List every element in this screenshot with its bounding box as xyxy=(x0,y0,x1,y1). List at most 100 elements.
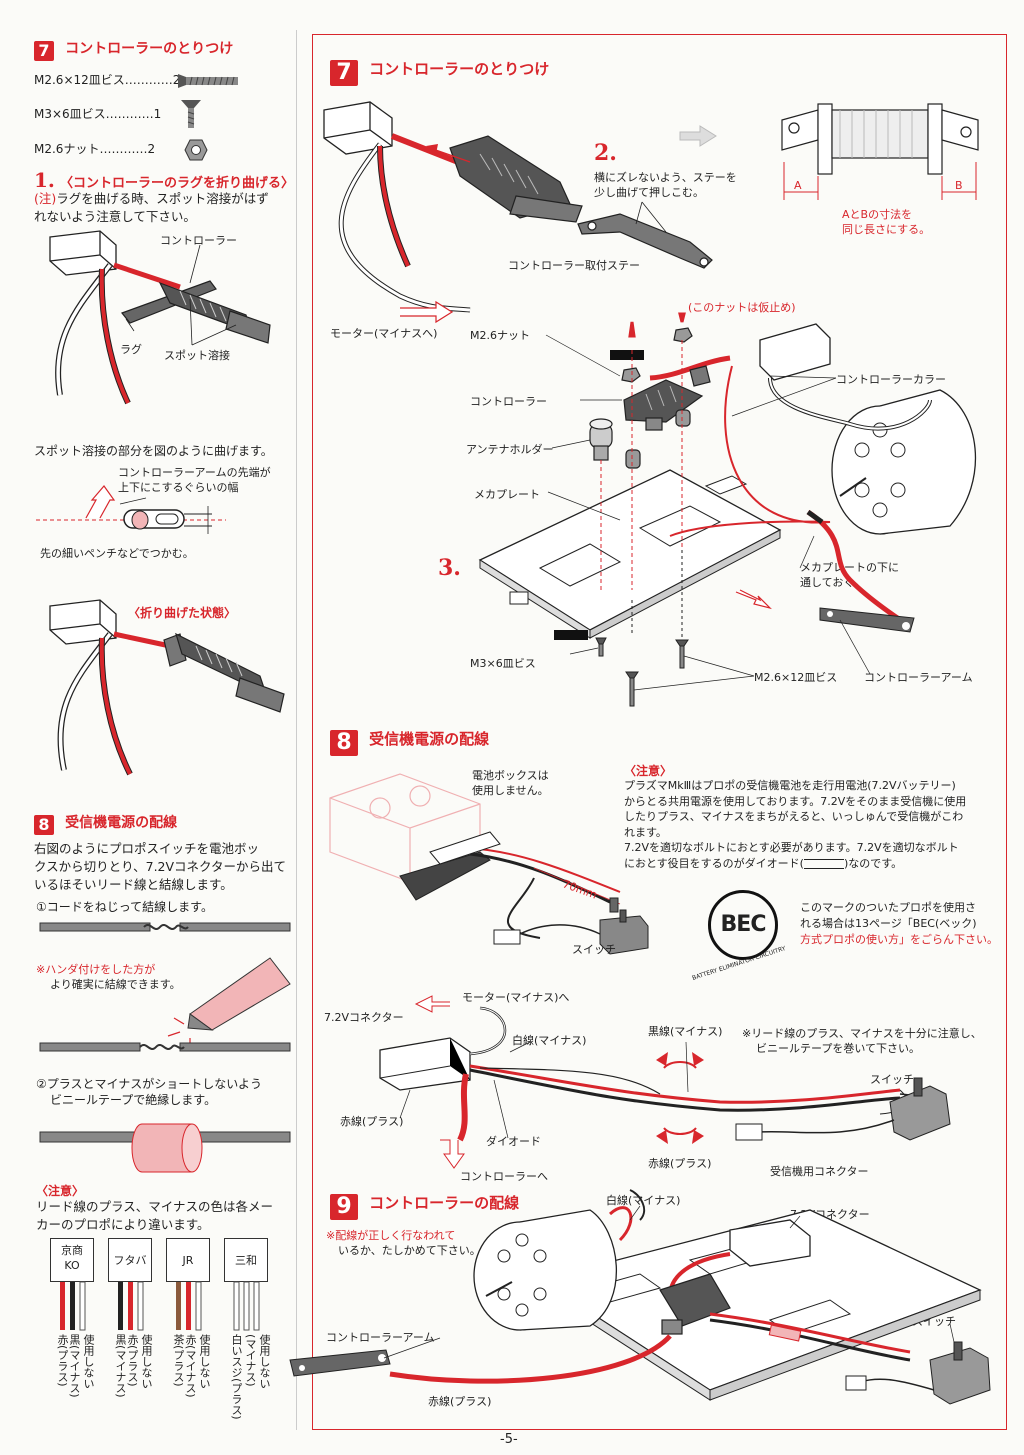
right-sec9-header: 9 コントローラーの配線 xyxy=(330,1192,519,1220)
futaba-wire-2: 赤(プラス) xyxy=(126,1334,139,1387)
battery-box-note-1: 電池ボックスは xyxy=(472,769,549,782)
wiring-72v-connector: 7.2Vコネクター xyxy=(324,1011,404,1024)
right-caution-heading: 〈注意〉 xyxy=(624,764,673,778)
pliers-note: 先の細いペンチなどでつかむ。 xyxy=(40,547,194,560)
wiring-red-plus: 赤線(プラス) xyxy=(340,1115,404,1128)
sanwa-wire-1: 白いスジ(プラス) xyxy=(230,1334,243,1420)
bec-text: BEC xyxy=(720,912,767,937)
jr-wire-2: 赤(マイナス) xyxy=(184,1334,197,1398)
futaba-wire-3: 使用しない xyxy=(140,1334,153,1389)
bend-note-1: コントローラーアームの先端が xyxy=(118,466,271,479)
bend-detail-figure xyxy=(36,485,226,534)
kyosho-wire-1: 赤(プラス) xyxy=(56,1334,69,1387)
kyosho-wire-2: 黒(マイナス) xyxy=(68,1334,81,1398)
motor-minus-label: モーター(マイナスへ) xyxy=(330,327,438,340)
dim-b-label: B xyxy=(955,179,963,192)
under-plate-1: メカプレートの下に xyxy=(800,561,899,574)
bent-state-figure xyxy=(49,599,285,776)
part-m26x12: M2.6×12皿ビス…………2 xyxy=(34,73,181,87)
right-caution-6: におとす役目をするのがダイオード()なのです。 xyxy=(624,856,966,872)
m26x12-label: M2.6×12皿ビス xyxy=(754,671,838,684)
brand-sanwa-name: 三和 xyxy=(235,1254,257,1267)
sec9-note-2: いるか、たしかめて下さい。 xyxy=(338,1244,481,1257)
caution-line-2: カーのプロポにより違います。 xyxy=(36,1217,210,1232)
caution-heading: 〈注意〉 xyxy=(36,1184,85,1198)
wiring-diode: ダイオード xyxy=(486,1135,541,1148)
right-sec8-header: 8 受信機電源の配線 xyxy=(330,728,489,756)
m26-nut-label: M2.6ナット xyxy=(470,329,530,342)
right-sec7-header: 7 コントローラーのとりつけ xyxy=(330,58,549,86)
switch-figure xyxy=(493,909,649,955)
caution-line-1: リード線のプラス、マイナスの色は各メー xyxy=(36,1199,274,1214)
left-sec7-header: 7 コントローラーのとりつけ xyxy=(34,38,233,61)
switch-label: スイッチ xyxy=(572,943,616,956)
note-prefix: (注) xyxy=(34,191,57,206)
right-sec8-badge: 8 xyxy=(330,730,358,756)
jr-wire-3: 使用しない xyxy=(198,1334,211,1389)
futaba-wire-1: 黒(マイナス) xyxy=(114,1334,127,1398)
receiver-power-wiring-figure xyxy=(379,995,951,1169)
ab-dimension-figure xyxy=(781,103,979,200)
m3x6-label: M3×6皿ビス xyxy=(470,657,536,670)
wire-color-swatches xyxy=(60,1281,260,1331)
brand-sanwa: 三和 xyxy=(224,1238,268,1282)
bec-note-3: 方式プロポの使い方」をごらん下さい。 xyxy=(800,933,998,946)
nut-icon xyxy=(184,139,208,161)
part-m3x6: M3×6皿ビス…………1 xyxy=(34,107,162,121)
controller-label: コントローラー xyxy=(470,395,547,408)
right-step3-number: 3. xyxy=(438,555,461,581)
left-sec7-title: コントローラーのとりつけ xyxy=(65,41,234,57)
wiring-black-minus: 黒線(マイナス) xyxy=(648,1025,723,1038)
nut-temporary-label: (このナットは仮止め) xyxy=(688,301,796,314)
bend-text: スポット溶接の部分を図のように曲げます。 xyxy=(34,444,273,458)
left-sec7-badge: 7 xyxy=(34,41,54,61)
battery-box-note-2: 使用しません。 xyxy=(472,784,549,797)
twist-step: ①コードをねじって結線します。 xyxy=(36,900,213,914)
controller-lug-figure xyxy=(49,230,271,405)
fig1-controller-label: コントローラー xyxy=(160,234,237,247)
insulate-step-b: ビニールテープで絶縁します。 xyxy=(50,1093,217,1107)
brand-kyosho-name: 京商 xyxy=(61,1244,83,1257)
brand-kyosho: 京商 KO xyxy=(50,1238,94,1282)
wiring-motor-minus: モーター(マイナス)へ xyxy=(462,991,570,1004)
mecha-plate-label: メカプレート xyxy=(474,488,540,501)
sec9-arm: コントローラーアーム xyxy=(326,1331,435,1344)
right-caution-1: プラズマMkⅢはプロポの受信機電池を走行用電池(7.2Vバッテリー) xyxy=(624,779,956,792)
fig1-spot-label: スポット溶接 xyxy=(164,349,230,362)
right-sec8-title: 受信機電源の配線 xyxy=(369,730,490,748)
right-caution-6b: )なのです。 xyxy=(843,856,903,870)
tape-figure xyxy=(39,1123,291,1173)
twisted-wire-figure xyxy=(39,922,291,932)
sec8-para-2: クスから切りとり、7.2Vコネクターから出て xyxy=(34,859,287,874)
solder-note-2: より確実に結線できます。 xyxy=(50,978,181,991)
right-step2-number: 2. xyxy=(594,140,617,166)
antenna-holder-label: アンテナホルダー xyxy=(466,443,554,456)
collar-label: コントローラーカラー xyxy=(836,373,946,386)
ab-note-1: AとBの寸法を xyxy=(842,208,913,221)
dim-a-label: A xyxy=(794,179,802,192)
left-step1-note: (注)ラグを曲げる時、スポット溶接がはず れないよう注意して下さい。 xyxy=(34,190,294,226)
right-panel-frame xyxy=(312,34,1007,1430)
controller-wiring-figure xyxy=(289,1189,991,1405)
wiring-switch: スイッチ xyxy=(870,1073,914,1086)
bend-note-2: 上下にこするぐらいの幅 xyxy=(118,481,239,494)
wiring-red-plus-2: 赤線(プラス) xyxy=(648,1157,712,1170)
right-sec7-title: コントローラーのとりつけ xyxy=(369,60,550,78)
wire-color-table: 京商 KO フタバ JR 三和 赤(プラス) 黒(マイナス) 使用しない 黒(マ… xyxy=(50,1238,290,1428)
note-line-2: れないよう注意して下さい。 xyxy=(34,209,196,224)
kyosho-wire-3: 使用しない xyxy=(82,1334,95,1389)
battery-box-figure xyxy=(329,773,621,939)
right-sec9-badge: 9 xyxy=(330,1194,358,1220)
wiring-white-minus: 白線(マイナス) xyxy=(512,1034,587,1047)
fig1-lug-label: ラグ xyxy=(120,343,142,356)
right-caution-4: れます。 xyxy=(624,825,667,839)
caution-paragraph: リード線のプラス、マイナスの色は各メー カーのプロポにより違います。 xyxy=(36,1198,296,1234)
brand-futaba: フタバ xyxy=(108,1238,152,1282)
bec-note-1: このマークのついたプロポを使用さ xyxy=(800,901,976,914)
diode-symbol-icon xyxy=(803,858,844,869)
soldering-figure xyxy=(39,957,291,1052)
controller-stay-figure xyxy=(323,101,717,324)
page-number: -5- xyxy=(500,1432,518,1447)
jr-wire-1: 茶(プラス) xyxy=(172,1334,185,1387)
column-divider xyxy=(296,30,297,1430)
